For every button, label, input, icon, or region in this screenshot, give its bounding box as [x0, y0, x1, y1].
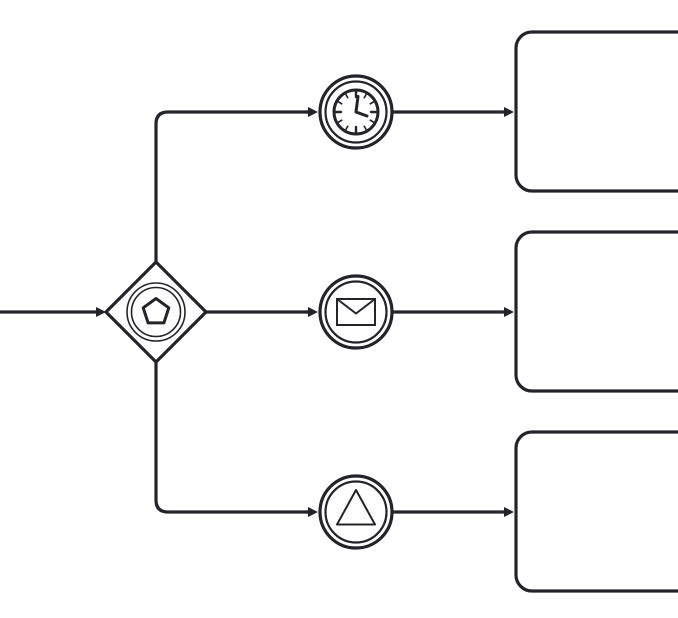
task-bottom[interactable]	[514, 430, 678, 593]
timer-catch-event[interactable]	[318, 74, 394, 150]
message-catch-event[interactable]	[318, 274, 394, 350]
triangle-icon	[336, 489, 376, 526]
task-top[interactable]	[514, 30, 678, 193]
clock-tick	[345, 125, 349, 131]
clock-tick	[345, 93, 349, 99]
flow-gateway-to-timer[interactable]	[154, 107, 318, 264]
clock-tick	[337, 119, 343, 123]
sequence-flows	[0, 107, 514, 517]
envelope-icon	[336, 298, 376, 326]
clock-tick	[363, 125, 367, 131]
event-based-gateway[interactable]	[104, 260, 208, 364]
pentagon-icon	[141, 297, 171, 325]
clock-tick	[369, 101, 375, 105]
clock-icon	[332, 88, 380, 136]
clock-tick	[337, 101, 343, 105]
task-middle[interactable]	[514, 230, 678, 393]
clock-tick	[363, 93, 367, 99]
clock-tick	[369, 119, 375, 123]
signal-catch-event[interactable]	[318, 474, 394, 550]
flow-gateway-to-signal[interactable]	[154, 360, 318, 517]
